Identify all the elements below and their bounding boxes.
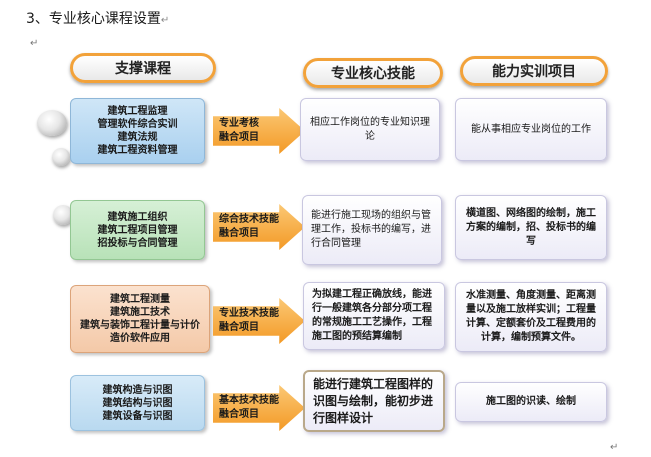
course-item: 造价软件应用 bbox=[110, 333, 170, 344]
header-support-courses: 支撑课程 bbox=[70, 53, 216, 83]
course-item: 建筑与装饰工程计量与计价 bbox=[80, 320, 200, 331]
course-item: 建筑工程监理 bbox=[107, 106, 168, 117]
support-courses-row-4: 建筑构造与识图 建筑结构与识图 建筑设备与识图 bbox=[70, 375, 205, 431]
support-courses-row-3: 建筑工程测量 建筑施工技术 建筑与装饰工程计量与计价 造价软件应用 bbox=[70, 285, 210, 353]
course-item: 管理软件综合实训 bbox=[97, 119, 178, 130]
course-item: 建筑施工组织 bbox=[107, 211, 168, 223]
header-core-skills: 专业核心技能 bbox=[303, 58, 443, 88]
arrow-label-line: 融合项目 bbox=[219, 322, 259, 333]
course-item: 建筑施工技术 bbox=[110, 307, 170, 318]
arrow-row-1: 专业考核 融合项目 bbox=[213, 108, 305, 154]
paragraph-mark: ↵ bbox=[160, 15, 170, 26]
training-project-row-3: 水准测量、角度测量、距离测量以及施工放样实训；工程量计算、定额套价及工程费用的计… bbox=[455, 282, 607, 352]
arrow-label-line: 专业考核 bbox=[219, 118, 259, 129]
section-heading-text: 3、专业核心课程设置 bbox=[26, 11, 161, 27]
course-item: 招投标与合同管理 bbox=[97, 237, 178, 249]
arrow-row-3: 专业技术技能 融合项目 bbox=[213, 298, 305, 344]
paragraph-mark: ↵ bbox=[30, 38, 39, 49]
arrow-row-2: 综合技术技能 融合项目 bbox=[213, 204, 305, 250]
core-skill-row-1: 相应工作岗位的专业知识理论 bbox=[300, 98, 440, 161]
bubble-decoration bbox=[52, 148, 70, 166]
arrow-label-line: 融合项目 bbox=[219, 228, 259, 239]
header-training-projects: 能力实训项目 bbox=[460, 56, 608, 86]
training-project-row-1: 能从事相应专业岗位的工作 bbox=[455, 98, 607, 161]
arrow-label-line: 综合技术技能 bbox=[219, 214, 279, 225]
course-item: 建筑设备与识图 bbox=[102, 410, 173, 422]
arrow-label-line: 融合项目 bbox=[219, 409, 259, 420]
core-skill-row-3: 为拟建工程正确放线，能进行一般建筑各分部分项工程的常规施工工艺操作，工程施工图的… bbox=[303, 282, 445, 350]
paragraph-mark: ↵ bbox=[610, 442, 619, 453]
arrow-label-line: 基本技术技能 bbox=[219, 395, 279, 406]
support-courses-row-1: 建筑工程监理 管理软件综合实训 建筑法规 建筑工程资料管理 bbox=[70, 98, 205, 164]
arrow-label-line: 专业技术技能 bbox=[219, 308, 279, 319]
course-item: 建筑结构与识图 bbox=[102, 397, 173, 409]
arrow-row-4: 基本技术技能 融合项目 bbox=[213, 385, 305, 431]
course-item: 建筑工程项目管理 bbox=[97, 224, 178, 236]
course-item: 建筑法规 bbox=[117, 132, 158, 143]
core-skill-row-2: 能进行施工现场的组织与管理工作，投标书的编写，进行合同管理 bbox=[302, 195, 442, 265]
course-item: 建筑工程测量 bbox=[110, 294, 170, 305]
core-skill-row-4: 能进行建筑工程图样的识图与绘制，能初步进行图样设计 bbox=[303, 370, 445, 432]
section-heading: 3、专业核心课程设置↵ bbox=[26, 8, 169, 28]
support-courses-row-2: 建筑施工组织 建筑工程项目管理 招投标与合同管理 bbox=[70, 200, 205, 260]
bubble-decoration bbox=[53, 205, 73, 225]
training-project-row-4: 施工图的识读、绘制 bbox=[455, 382, 607, 422]
bubble-decoration bbox=[37, 110, 67, 136]
course-item: 建筑工程资料管理 bbox=[97, 145, 178, 156]
arrow-label-line: 融合项目 bbox=[219, 132, 259, 143]
training-project-row-2: 横道图、网络图的绘制，施工方案的编制，招、投标书的编写 bbox=[455, 195, 607, 260]
course-item: 建筑构造与识图 bbox=[102, 384, 173, 396]
